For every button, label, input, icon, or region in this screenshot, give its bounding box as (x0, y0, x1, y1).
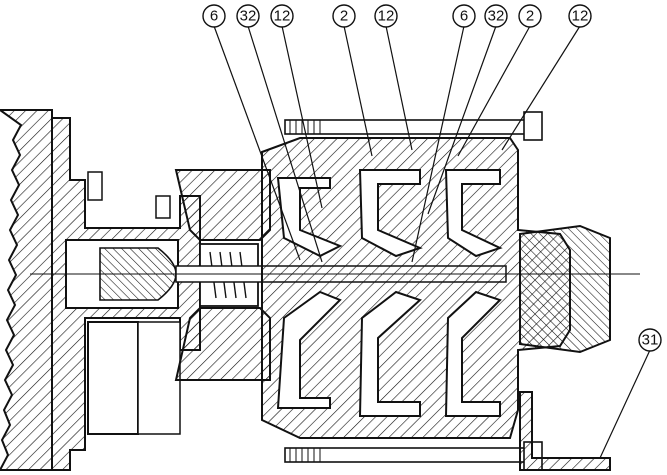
svg-text:2: 2 (340, 8, 348, 25)
callout-2-right: 2 (518, 4, 542, 28)
impeller-cavity-2-lower (358, 290, 422, 417)
svg-text:6: 6 (210, 8, 218, 25)
impeller-cavity-3-lower (444, 290, 502, 417)
suction-nozzle (519, 224, 611, 354)
callout-12-right: 12 (568, 4, 592, 28)
seal-adapter-lower (174, 307, 271, 381)
callout-32-left: 32 (236, 4, 260, 28)
svg-text:12: 12 (572, 8, 589, 25)
tie-rod-lower (284, 447, 534, 463)
callout-12-middle: 12 (374, 4, 398, 28)
bracket-window-inner (137, 321, 181, 435)
bracket-bolt-top (87, 171, 103, 201)
callout-6-left: 6 (202, 4, 226, 28)
support-foot (519, 391, 611, 471)
impeller-cavity-3-upper (444, 169, 503, 258)
svg-text:32: 32 (488, 8, 505, 25)
svg-text:2: 2 (526, 8, 534, 25)
bracket-window (87, 321, 139, 435)
impeller-cavity-1-upper (276, 177, 343, 258)
impeller-cavity-1-lower (276, 290, 342, 409)
svg-text:12: 12 (274, 8, 291, 25)
impeller-cavity-2-upper (358, 169, 423, 258)
svg-text:12: 12 (378, 8, 395, 25)
tie-rod-upper (284, 119, 534, 135)
callout-32-right: 32 (484, 4, 508, 28)
callout-31: 31 (638, 328, 662, 352)
svg-text:6: 6 (460, 8, 468, 25)
callout-12-left: 12 (270, 4, 294, 28)
svg-text:32: 32 (240, 8, 257, 25)
leader-lines (213, 25, 651, 459)
tie-rod-lower-thread (289, 448, 321, 462)
callout-6-right: 6 (452, 4, 476, 28)
tie-rod-upper-thread (289, 120, 321, 134)
motor-body (0, 109, 53, 471)
tie-rod-nut-upper (523, 111, 543, 141)
seal-adapter (174, 169, 271, 241)
svg-text:31: 31 (642, 332, 659, 349)
callout-2-left: 2 (332, 4, 356, 28)
bracket-bolt-left (155, 195, 171, 219)
